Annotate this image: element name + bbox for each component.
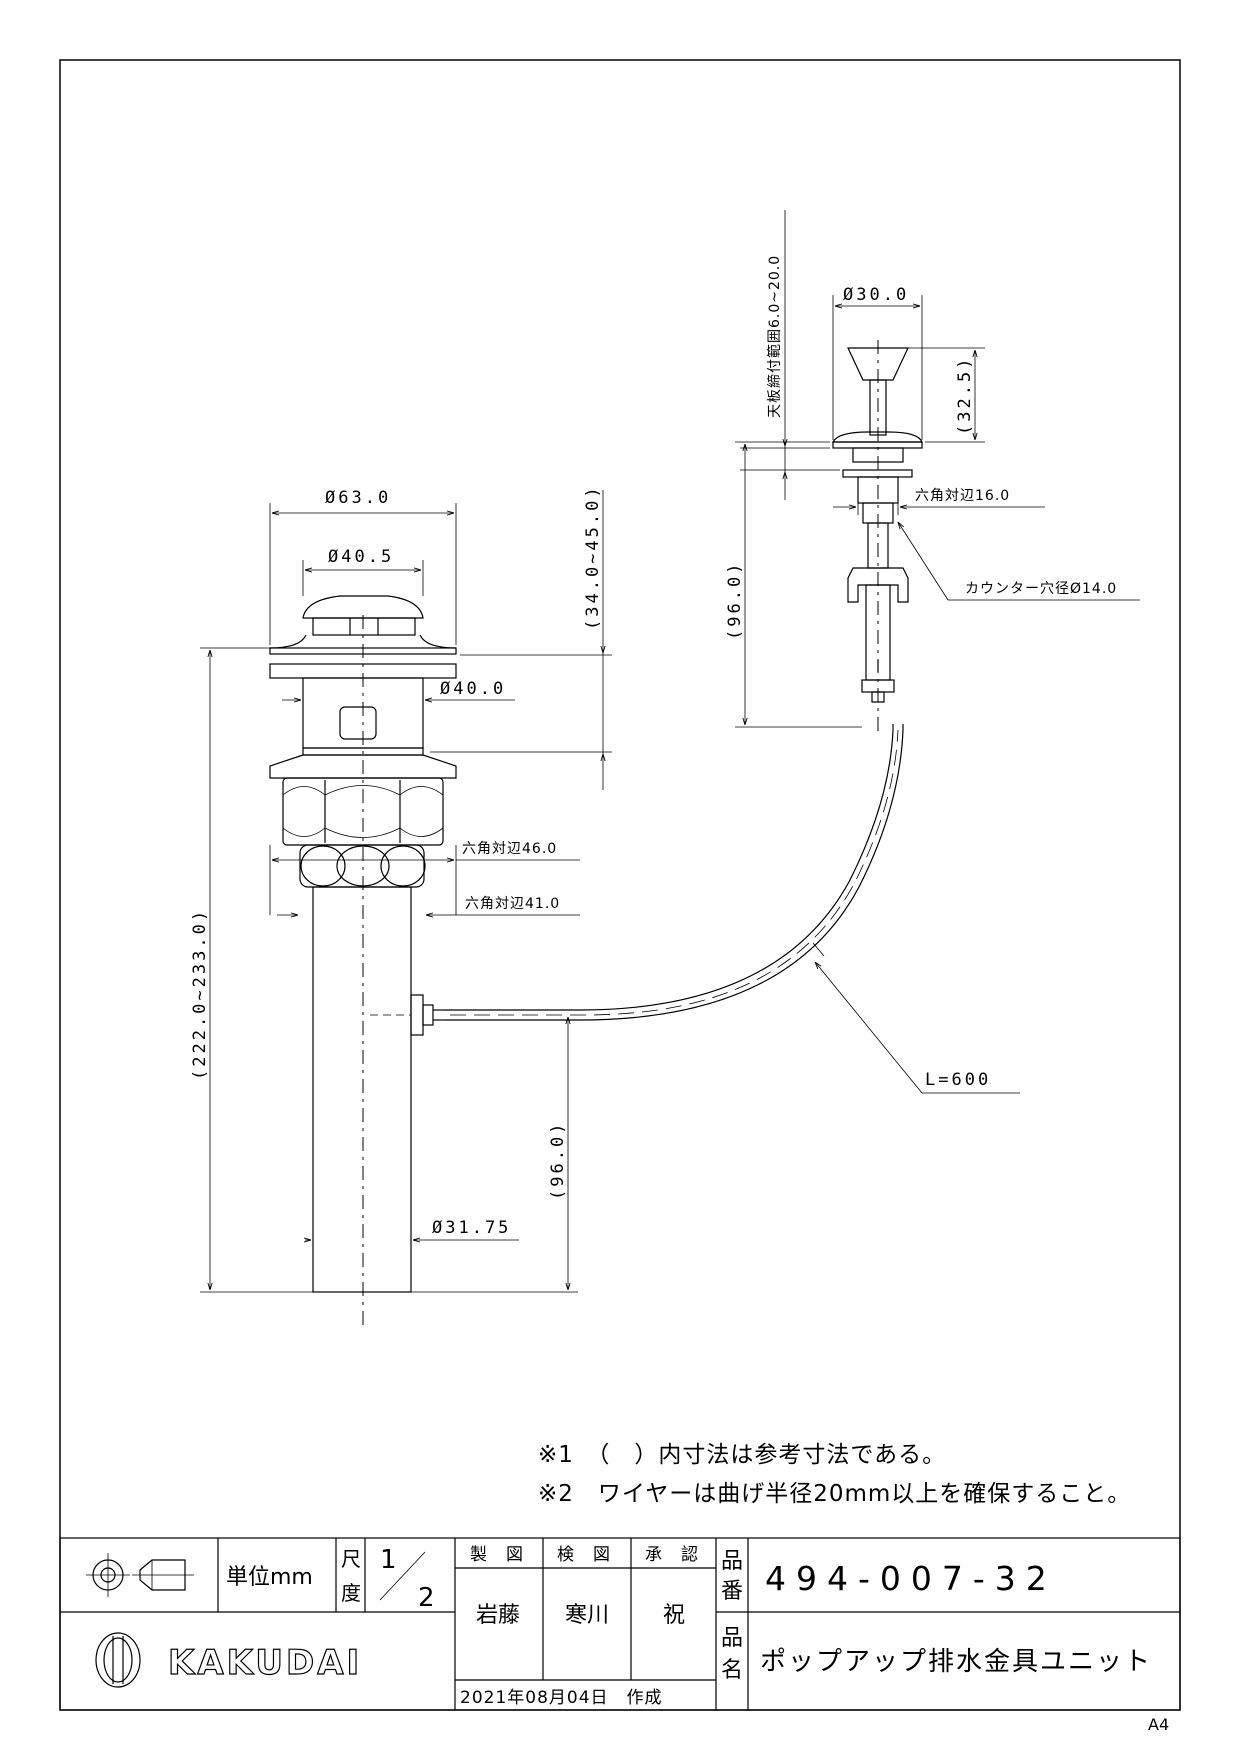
dim-height-96-right: (96.0) [725,561,745,640]
approved-by-label: 承 認 [645,1545,699,1565]
dim-height-96-left: (96.0) [548,1121,568,1200]
part-name: ポップアップ排水金具ユニット [760,1647,1152,1677]
dim-hex-16: 六角対辺16.0 [915,488,1010,504]
drawing-date: 2021年08月04日 作成 [460,1688,663,1708]
scale-denominator: 2 [418,1583,435,1613]
dim-diameter-40-5: Ø40.5 [328,547,394,567]
dim-hex-41: 六角対辺41.0 [465,896,560,912]
brand-name: KAKUDAI [168,1643,362,1683]
unit-label: 単位mm [226,1565,313,1590]
scale-label-2: 度 [341,1581,362,1605]
title-block [59,1537,1181,1711]
part-no-label-1: 品 [721,1549,743,1574]
part-no-label-2: 番 [721,1579,743,1604]
note-2: ※2 ワイヤーは曲げ半径20mm以上を確保すること。 [538,1481,1131,1507]
drawn-by-label: 製 図 [470,1545,524,1565]
drain-body [269,595,457,1330]
scale-label-1: 尺 [341,1547,362,1571]
scale-numerator: 1 [380,1545,397,1575]
dim-diameter-31-75: Ø31.75 [432,1218,511,1238]
dim-diameter-63: Ø63.0 [325,488,391,508]
part-name-label-2: 名 [721,1658,743,1683]
checked-by-name: 寒川 [565,1603,609,1628]
wire [445,724,904,1021]
approved-by-name: 祝 [663,1603,685,1628]
dim-height-222-233: (222.0~233.0) [190,908,210,1080]
dim-hex-46: 六角対辺46.0 [462,841,557,857]
dim-height-32-5: (32.5) [955,356,975,435]
note-1: ※1 （ ）内寸法は参考寸法である。 [538,1442,946,1468]
part-number: 494-007-32 [765,1559,1057,1598]
dim-counter-top-range: 天板締付範囲6.0~20.0 [766,255,783,418]
part-name-label-1: 品 [721,1626,743,1651]
dim-wire-length: L=600 [925,1070,991,1090]
projection-symbol-icon [86,1553,194,1597]
dim-height-34-45: (34.0~45.0) [583,484,603,630]
dim-counter-hole: カウンター穴径Ø14.0 [965,581,1117,597]
kakudai-logo-icon [95,1632,141,1688]
dim-diameter-40: Ø40.0 [440,679,506,699]
knob-assembly [832,340,923,735]
drawn-by-name: 岩藤 [476,1603,520,1628]
checked-by-label: 検 図 [557,1545,611,1565]
sheet-size: A4 [1148,1715,1169,1734]
dim-diameter-30: Ø30.0 [843,285,909,305]
